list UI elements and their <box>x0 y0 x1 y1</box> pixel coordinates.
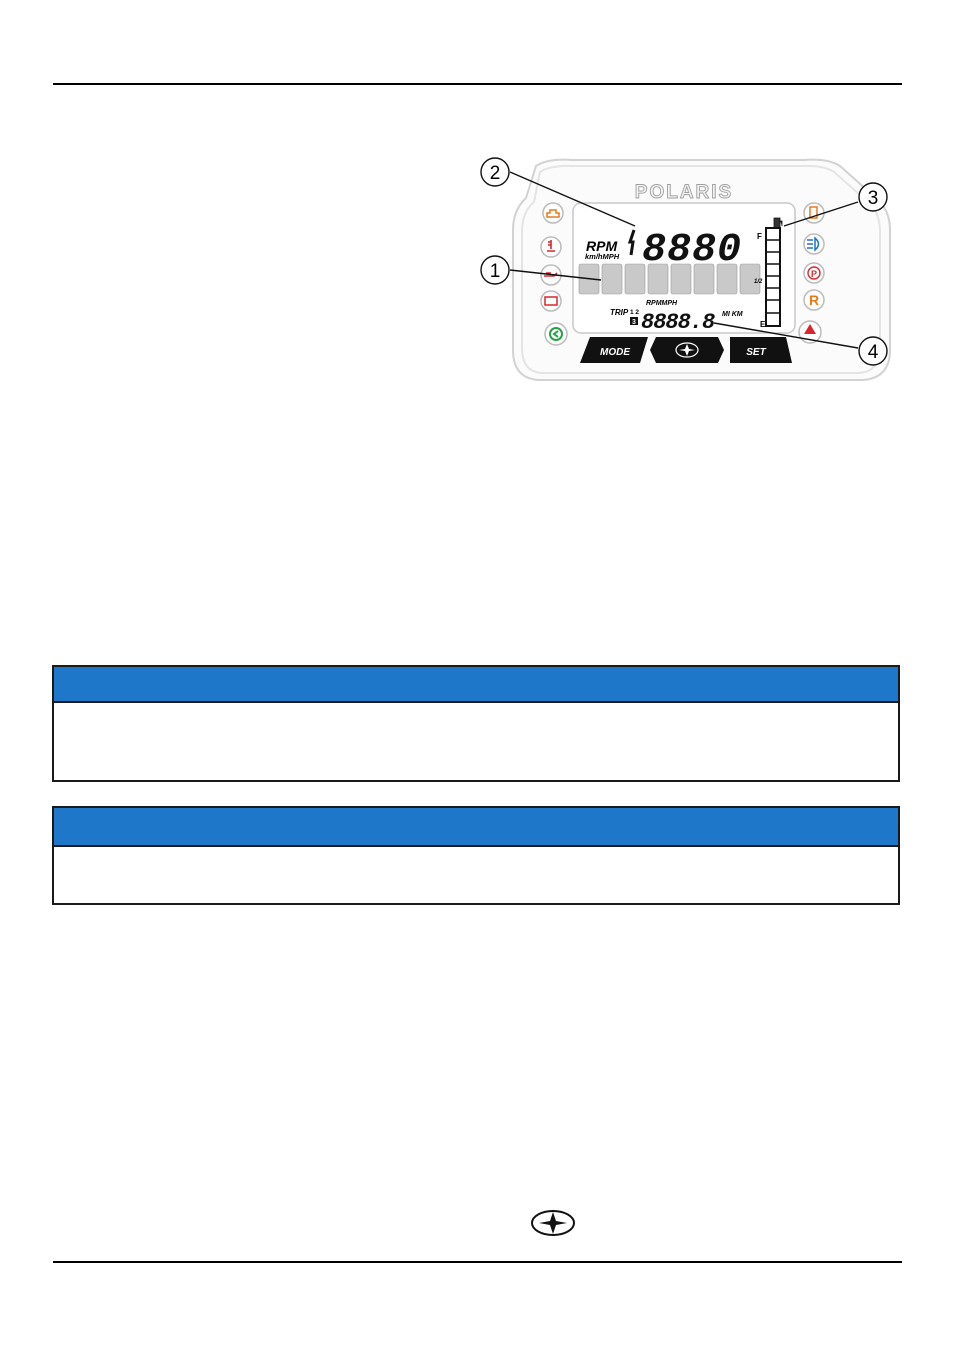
low-fuel-icon <box>803 202 825 224</box>
callout-4 <box>858 336 888 366</box>
notice-box-1-header <box>54 667 898 703</box>
footer-rule <box>53 1261 902 1263</box>
fuel-half-label: 1/2 <box>754 279 763 285</box>
park-indicator-letter: P <box>811 269 817 279</box>
awd-icon <box>544 322 568 346</box>
check-engine-icon <box>542 202 564 224</box>
notice-box-2-header <box>54 808 898 847</box>
callout-3-label: 3 <box>868 188 879 209</box>
fuel-full-label: F <box>757 232 762 241</box>
mode-button-label: MODE <box>600 347 630 358</box>
callout-1 <box>480 255 510 285</box>
trip-number-bottom: 3 <box>632 319 636 326</box>
notice-box-2 <box>52 806 900 905</box>
main-units-top: RPM <box>586 238 617 254</box>
set-button-label: SET <box>746 347 766 358</box>
fuel-empty-label: E <box>760 320 766 329</box>
leading-one-segment <box>627 229 636 256</box>
star-icon <box>679 344 695 356</box>
callout-2-label: 2 <box>490 163 501 184</box>
fuel-gauge <box>765 227 781 327</box>
callout-2 <box>480 157 510 187</box>
high-beam-icon <box>803 233 825 255</box>
odometer-units-top: RPMMPH <box>646 300 678 307</box>
park-brake-icon <box>803 262 825 284</box>
reverse-indicator-letter: R <box>809 292 819 308</box>
left-indicators <box>540 202 568 346</box>
set-button <box>730 337 792 363</box>
trip-number-box <box>630 317 638 325</box>
callout-1-label: 1 <box>490 261 501 282</box>
reverse-icon <box>803 289 825 311</box>
trip-numbers-top: 1 2 <box>630 309 639 316</box>
brand-logo: POLARIS <box>635 182 733 203</box>
callout-4-label: 4 <box>868 342 879 363</box>
odometer-units: MI KM <box>722 311 743 318</box>
right-indicators: P R <box>798 202 825 344</box>
brand-star-logo-icon <box>531 1210 575 1236</box>
mode-button <box>580 337 648 363</box>
instrument-cluster-figure: POLARIS P R RPM km/hMPH 8880 <box>480 157 891 381</box>
battery-icon <box>540 290 562 312</box>
fuel-pump-icon <box>773 217 783 229</box>
callout-3 <box>858 182 888 212</box>
header-rule <box>53 83 902 85</box>
segment-row <box>578 263 761 295</box>
main-units-bottom: km/hMPH <box>585 252 620 261</box>
notice-box-1 <box>52 665 900 782</box>
trip-label: TRIP <box>610 308 629 317</box>
odometer-readout: 8888.8 <box>641 310 715 335</box>
